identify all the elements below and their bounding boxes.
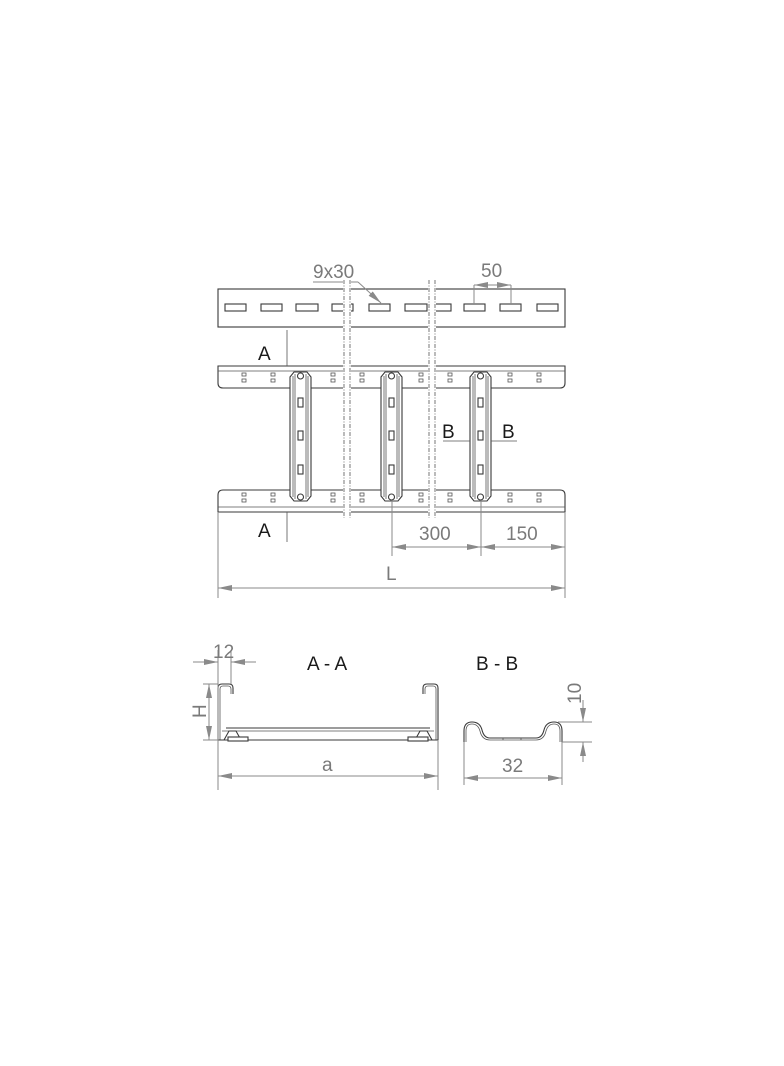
slot-pitch-dimension [473,282,512,304]
rung-spacing-label: 300 [419,524,451,545]
break-lines [343,280,436,520]
section-b-marker-right: B [502,422,515,443]
slot-size-label: 9x30 [313,262,354,283]
rung-depth-label: 10 [565,683,586,704]
section-aa-dimensions [193,650,439,790]
rung-2 [380,371,403,502]
slot-pitch-label: 50 [481,261,502,282]
section-bb-dimensions [463,700,592,785]
rung-3 [469,371,492,502]
height-label: H [190,704,211,718]
end-offset-label: 150 [506,524,538,545]
section-aa-title: A - A [307,654,347,675]
section-b-marker-left: B [442,422,455,443]
lip-width-label: 12 [213,642,234,663]
section-aa-view [217,683,439,742]
top-view-dimensions [217,500,566,598]
section-bb-title: B - B [476,654,518,675]
section-a-marker-top: A [258,344,271,365]
ladder-top-view [217,330,566,542]
rung-1 [289,371,312,502]
length-label: L [386,564,397,585]
side-rail-outline [217,288,566,328]
top-rail [217,365,566,389]
section-a-marker-bottom: A [258,521,271,542]
rung-width-label: 32 [502,756,523,777]
side-rail-view [217,281,566,328]
rail-slots [224,303,559,312]
width-label: a [322,755,333,776]
rail-holes [241,372,542,503]
section-bb-view [463,721,563,742]
